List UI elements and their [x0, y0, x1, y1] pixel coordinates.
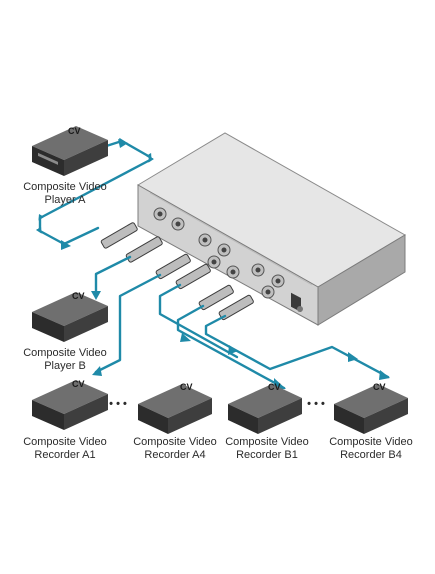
- ellipsis-a: • • •: [109, 398, 127, 410]
- label-recorder-a1-line2: Recorder A1: [34, 449, 96, 461]
- label-recorder-b1-line2: Recorder B1: [236, 449, 298, 461]
- label-recorder-b4-line2: Recorder B4: [340, 449, 402, 461]
- cv-label-recorder-b4: CV: [373, 382, 386, 392]
- cv-label-player-a: CV: [68, 126, 81, 136]
- cv-label-recorder-b1: CV: [268, 382, 281, 392]
- device-recorder-b1: [228, 384, 302, 434]
- label-recorder-a4-line2: Recorder A4: [144, 449, 206, 461]
- cv-label-recorder-a4: CV: [180, 382, 193, 392]
- label-player-b-line1: Composite Video: [23, 347, 107, 359]
- cable-player-b: [94, 255, 132, 298]
- label-player-a-line2: Player A: [44, 194, 86, 206]
- bnc-connectors: [153, 207, 285, 299]
- cv-label-recorder-a1: CV: [72, 379, 85, 389]
- cable-recorder-a1: [94, 273, 162, 374]
- device-recorder-a1: [32, 380, 108, 430]
- label-player-a-line1: Composite Video: [23, 181, 107, 193]
- device-player-b: [32, 292, 108, 342]
- ellipsis-b: • • •: [307, 398, 325, 410]
- label-player-b-line2: Player B: [44, 360, 86, 372]
- device-recorder-a4: [138, 384, 212, 434]
- label-recorder-b1: Composite Video Recorder B1: [212, 436, 322, 462]
- label-recorder-b4-line1: Composite Video: [329, 436, 413, 448]
- chassis-side: [317, 234, 406, 326]
- cv-label-player-b: CV: [72, 291, 85, 301]
- label-recorder-a1-line1: Composite Video: [23, 436, 107, 448]
- distribution-amplifier-unit: [137, 132, 406, 326]
- label-player-b: Composite Video Player B: [10, 347, 120, 373]
- device-player-a: [32, 126, 108, 176]
- cable-recorder-b1: [176, 304, 286, 390]
- cable-recorder-b4: [204, 314, 390, 379]
- cable-arrows: [61, 139, 390, 389]
- device-recorder-b4: [334, 384, 408, 434]
- label-player-a: Composite Video Player A: [10, 181, 120, 207]
- label-recorder-b1-line1: Composite Video: [225, 436, 309, 448]
- label-recorder-a4-line1: Composite Video: [133, 436, 217, 448]
- cable-recorder-a4: [158, 283, 239, 359]
- label-recorder-a4: Composite Video Recorder A4: [120, 436, 230, 462]
- label-recorder-a1: Composite Video Recorder A1: [10, 436, 120, 462]
- label-recorder-b4: Composite Video Recorder B4: [316, 436, 426, 462]
